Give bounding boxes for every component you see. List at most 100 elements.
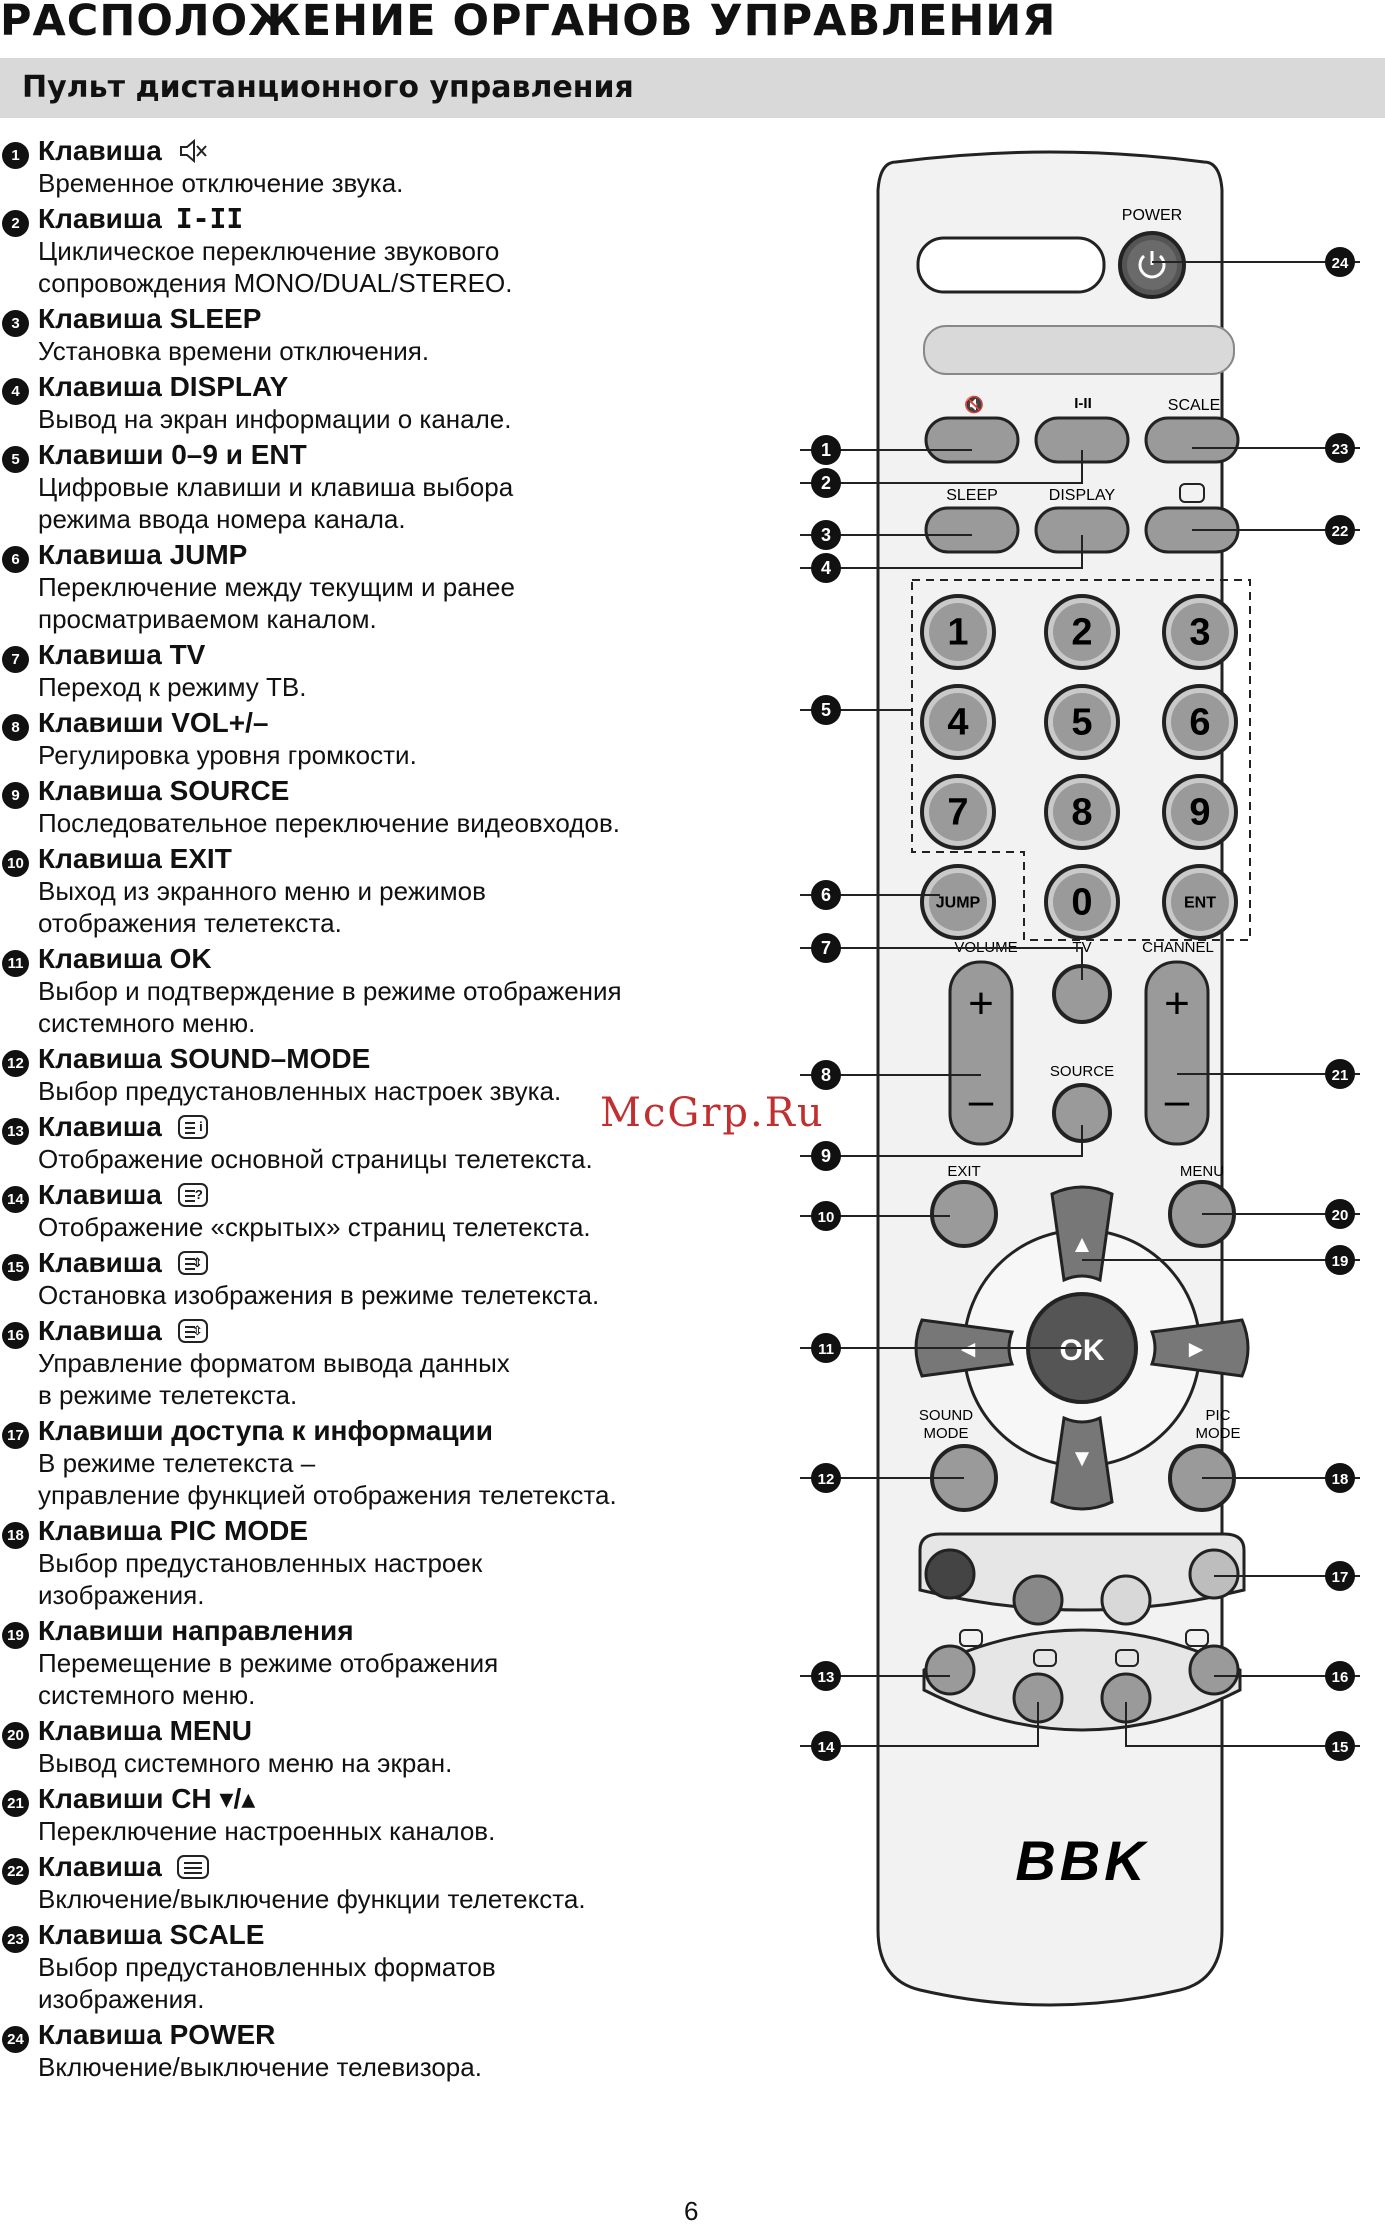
callout-1-marker bbox=[811, 435, 841, 465]
digit-7-button-face bbox=[929, 783, 987, 841]
mute-button[interactable] bbox=[924, 416, 1020, 464]
display-label: DISPLAY bbox=[1049, 487, 1116, 504]
item-number-badge: 7 bbox=[2, 646, 29, 673]
page-title: РАСПОЛОЖЕНИЕ ОРГАНОВ УПРАВЛЕНИЯ bbox=[0, 0, 1057, 46]
digit-6-button-face bbox=[1171, 693, 1229, 751]
nav-up-button[interactable] bbox=[1050, 1185, 1114, 1283]
fastext-green-button[interactable] bbox=[1012, 1574, 1064, 1626]
mute-label-icon: 🔇 bbox=[964, 395, 984, 414]
item-heading: Клавиша SCALE bbox=[38, 1918, 820, 1951]
page-number: 6 bbox=[684, 2196, 699, 2226]
i-ii-label: I-II bbox=[1074, 395, 1092, 412]
callout-17-marker bbox=[1325, 1561, 1355, 1591]
channel-plus: + bbox=[1164, 979, 1190, 1028]
sleep-button[interactable] bbox=[924, 506, 1020, 554]
item-description: Выход из экранного меню и режимов отобра… bbox=[38, 876, 486, 938]
callout-14-marker bbox=[811, 1731, 841, 1761]
fastext-blue-button[interactable] bbox=[1188, 1548, 1240, 1600]
item-heading: Клавиши VOL+/– bbox=[38, 706, 820, 739]
ent-button-face bbox=[1171, 873, 1229, 931]
item-number-badge: 23 bbox=[2, 1926, 29, 1953]
nav-right-button[interactable] bbox=[1149, 1318, 1250, 1378]
item-title: Клавиша bbox=[38, 1851, 162, 1882]
teletext-index-icon: i bbox=[176, 1113, 210, 1141]
callout-6-label: 6 bbox=[821, 885, 831, 905]
item-heading: Клавиша PIC MODE bbox=[38, 1514, 820, 1547]
callout-24-marker bbox=[1325, 247, 1355, 277]
callout-7-marker bbox=[811, 933, 841, 963]
item-key-label: I-II bbox=[175, 202, 244, 235]
fastext-red-button[interactable] bbox=[924, 1548, 976, 1600]
item-number-badge: 24 bbox=[2, 2026, 29, 2053]
channel-rocker[interactable] bbox=[1144, 960, 1210, 1146]
digit-3-button-label: 3 bbox=[1189, 612, 1210, 654]
ok-label: OK bbox=[1060, 1334, 1105, 1367]
digit-6-button-label: 6 bbox=[1189, 702, 1210, 744]
callout-23-marker bbox=[1325, 433, 1355, 463]
item-heading: Клавиша⇳ bbox=[38, 1314, 820, 1347]
teletext-label-icon bbox=[1179, 483, 1205, 503]
item-heading: Клавиша SOURCE bbox=[38, 774, 820, 807]
item-description: Переход к режиму ТВ. bbox=[38, 672, 307, 702]
volume-plus: + bbox=[968, 979, 994, 1028]
teletext-size-icon: ⇳ bbox=[176, 1317, 210, 1345]
item-heading: Клавиша EXIT bbox=[38, 842, 820, 875]
callout-20-label: 20 bbox=[1332, 1207, 1349, 1224]
digit-7-button-label: 7 bbox=[947, 792, 968, 834]
teletext-size-button[interactable] bbox=[1188, 1644, 1240, 1696]
item-title: Клавиши 0–9 и ENT bbox=[38, 439, 307, 470]
callout-22-label: 22 bbox=[1332, 523, 1349, 540]
section-title: Пульт дистанционного управления bbox=[22, 70, 634, 105]
exit-button[interactable] bbox=[930, 1180, 998, 1248]
item-description: Отображение основной страницы телетекста… bbox=[38, 1144, 593, 1174]
teletext-index-label-icon bbox=[959, 1629, 983, 1647]
item-title: Клавиша SLEEP bbox=[38, 303, 262, 334]
jump-button-face bbox=[929, 873, 987, 931]
item-number-badge: 5 bbox=[2, 446, 29, 473]
item-number-badge: 6 bbox=[2, 546, 29, 573]
teletext-icon bbox=[176, 1853, 210, 1881]
item-description: Установка времени отключения. bbox=[38, 336, 430, 366]
item-heading: Клавиши доступа к информации bbox=[38, 1414, 820, 1447]
teletext-reveal-icon: ? bbox=[176, 1181, 210, 1209]
item-heading: Клавиша⇕ bbox=[38, 1246, 820, 1279]
callout-7-label: 7 bbox=[821, 938, 831, 958]
teletext-index-button[interactable] bbox=[924, 1644, 976, 1696]
item-number-badge: 3 bbox=[2, 310, 29, 337]
arrow-down-icon: ▼ bbox=[1070, 1445, 1094, 1472]
scale-label: SCALE bbox=[1168, 397, 1220, 414]
arrow-left-icon: ◄ bbox=[956, 1336, 980, 1363]
mute-icon bbox=[176, 137, 210, 165]
item-heading: Клавиша SLEEP bbox=[38, 302, 820, 335]
teletext-size-label-icon bbox=[1185, 1629, 1209, 1647]
callout-9-label: 9 bbox=[821, 1146, 831, 1166]
digit-5-button-face bbox=[1053, 693, 1111, 751]
nav-down-button[interactable] bbox=[1050, 1415, 1114, 1511]
fastext-yellow-button[interactable] bbox=[1100, 1574, 1152, 1626]
callout-14-label: 14 bbox=[818, 1739, 835, 1756]
item-description: Управление форматом вывода данных в режи… bbox=[38, 1348, 510, 1410]
item-heading: Клавиша JUMP bbox=[38, 538, 820, 571]
fastext-pad bbox=[918, 1532, 1246, 1612]
item-number-badge: 17 bbox=[2, 1422, 29, 1449]
volume-rocker[interactable] bbox=[948, 960, 1014, 1146]
sound-mode-label-1: SOUND bbox=[919, 1407, 973, 1424]
source-label: SOURCE bbox=[1050, 1063, 1114, 1080]
item-heading: Клавиша POWER bbox=[38, 2018, 820, 2051]
callout-2-marker bbox=[811, 468, 841, 498]
scale-button[interactable] bbox=[1144, 416, 1240, 464]
callout-19-marker bbox=[1325, 1245, 1355, 1275]
digit-4-button-face bbox=[929, 693, 987, 751]
item-description: Цифровые клавиши и клавиша выбора режима… bbox=[38, 472, 514, 534]
volume-minus: – bbox=[969, 1076, 994, 1125]
